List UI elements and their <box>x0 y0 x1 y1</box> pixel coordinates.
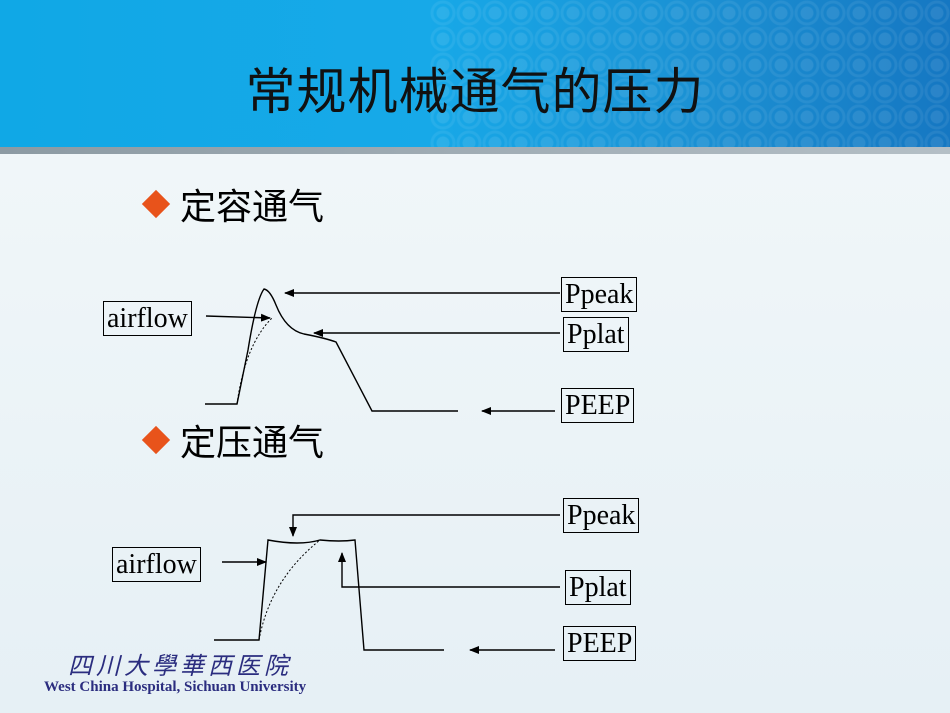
bullet-volume-mode: 定容通气 <box>141 178 325 230</box>
volume-pplat-label: Pplat <box>563 317 629 352</box>
volume-pressure-curve <box>205 288 458 412</box>
pressure-ppeak-label: Ppeak <box>563 498 640 533</box>
volume-mode-waveform <box>205 288 560 415</box>
pressure-pplat-arrow <box>338 552 560 588</box>
pressure-ppeak-arrow <box>289 514 560 537</box>
hospital-logo-english: West China Hospital, Sichuan University <box>44 679 307 695</box>
hospital-logo-chinese: 四川大學華西医院 <box>68 652 292 680</box>
title-banner <box>0 0 950 147</box>
pressure-mode-waveform <box>214 514 560 654</box>
bullet-pressure-mode: 定压通气 <box>141 414 325 466</box>
banner-divider <box>0 147 950 154</box>
volume-ppeak-label: Ppeak <box>561 277 638 312</box>
banner-swirl-pattern <box>430 0 950 147</box>
volume-peep-label: PEEP <box>561 388 635 423</box>
bullet-pressure-mode-label: 定压通气 <box>180 423 325 464</box>
volume-airflow-arrow <box>205 313 271 322</box>
pressure-airflow-label: airflow <box>112 547 201 582</box>
slide-title: 常规机械通气的压力 <box>245 63 705 121</box>
volume-airflow-label: airflow <box>103 301 192 336</box>
bullet-volume-mode-label: 定容通气 <box>180 187 325 228</box>
pressure-pressure-curve <box>214 539 444 651</box>
pressure-pplat-label: Pplat <box>565 570 631 605</box>
pressure-alveolar-curve <box>258 539 321 641</box>
volume-alveolar-curve <box>236 317 273 405</box>
pressure-peep-label: PEEP <box>563 626 637 661</box>
